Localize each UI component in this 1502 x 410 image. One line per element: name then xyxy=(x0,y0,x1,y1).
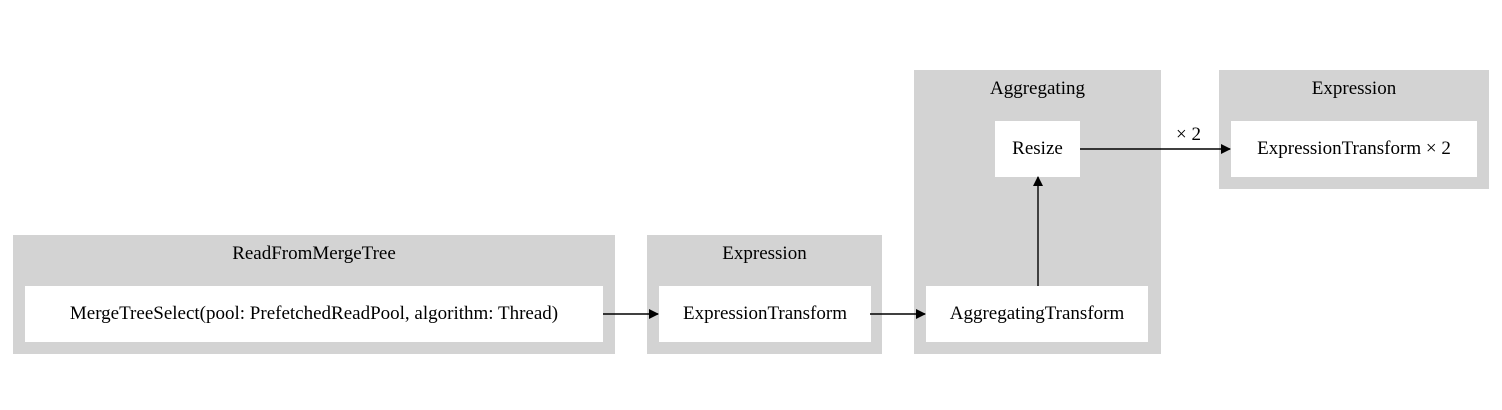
node-expression-transform-x2[interactable]: ExpressionTransform × 2 xyxy=(1231,121,1477,177)
cluster-read-from-merge-tree: ReadFromMergeTree MergeTreeSelect(pool: … xyxy=(13,235,615,354)
node-resize[interactable]: Resize xyxy=(995,121,1080,177)
cluster-title-aggregating: Aggregating xyxy=(990,78,1085,99)
node-aggregating-transform[interactable]: AggregatingTransform xyxy=(926,286,1148,342)
cluster-title-expression-1: Expression xyxy=(722,243,807,264)
cluster-expression-1: Expression ExpressionTransform xyxy=(647,235,882,354)
node-merge-tree-select[interactable]: MergeTreeSelect(pool: PrefetchedReadPool… xyxy=(25,286,603,342)
cluster-expression-2: Expression ExpressionTransform × 2 xyxy=(1219,70,1489,189)
cluster-title-read-from-merge-tree: ReadFromMergeTree xyxy=(232,243,396,264)
cluster-title-expression-2: Expression xyxy=(1311,78,1397,99)
node-expression-transform[interactable]: ExpressionTransform xyxy=(659,286,871,342)
edge-label-x2: × 2 xyxy=(1176,124,1201,145)
cluster-aggregating: Aggregating Resize AggregatingTransform xyxy=(914,70,1161,354)
